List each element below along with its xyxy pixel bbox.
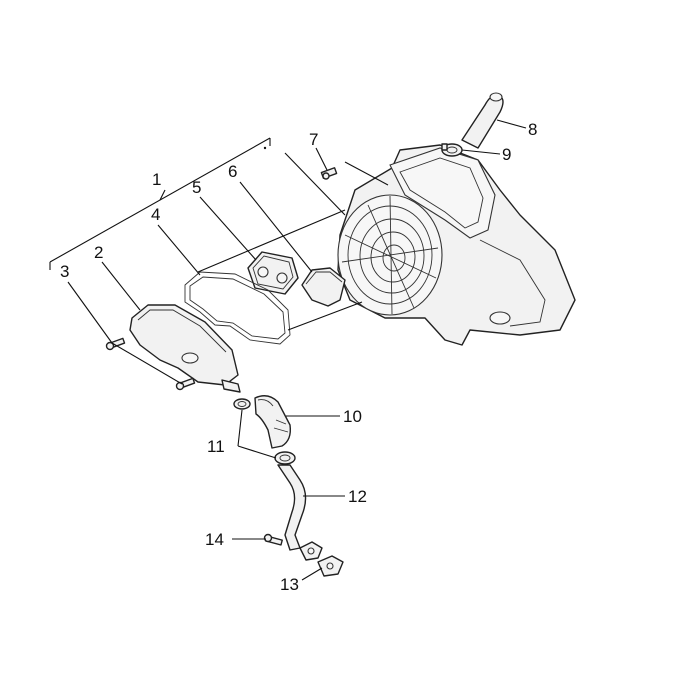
filter-part-6 — [301, 267, 346, 307]
callout-4: 4 — [151, 205, 160, 224]
callout-11: 11 — [207, 437, 225, 456]
fan-cover-housing — [337, 144, 576, 346]
leader-2 — [101, 261, 141, 311]
callout-1: 1 — [152, 170, 161, 189]
callout-3: 3 — [60, 262, 69, 281]
leader-6 — [239, 181, 313, 273]
leader-11b — [237, 445, 277, 459]
callout-10: 10 — [343, 407, 362, 426]
leader-11a — [237, 409, 243, 447]
callout-5: 5 — [192, 178, 201, 197]
leader-5 — [199, 196, 257, 261]
elbow-connector-part-10 — [254, 395, 292, 449]
callout-8: 8 — [528, 120, 537, 139]
leader-7 — [315, 147, 328, 171]
gasket-part-4 — [184, 271, 291, 345]
callout-13: 13 — [280, 575, 299, 594]
hose-part-8 — [461, 92, 504, 149]
callout-14: 14 — [205, 530, 224, 549]
callout-6: 6 — [228, 162, 237, 181]
leader-4 — [157, 224, 201, 276]
callout-2: 2 — [94, 243, 103, 262]
callout-7: 7 — [309, 130, 318, 149]
clamp-part-9 — [441, 143, 463, 157]
cover-plate-part-2 — [129, 304, 241, 393]
pipe-part-12 — [277, 464, 307, 551]
leader-13 — [301, 567, 323, 581]
leader-1 — [159, 189, 166, 201]
leader-8 — [496, 119, 527, 129]
leader-lines — [49, 119, 527, 581]
leader-9 — [461, 149, 501, 155]
gaskets-part-13 — [299, 541, 344, 577]
callout-9: 9 — [502, 145, 511, 164]
screws-part-3 — [105, 337, 196, 391]
leader-3 — [67, 281, 113, 344]
screw-part-7 — [320, 167, 338, 180]
callout-12: 12 — [348, 487, 367, 506]
screw-part-14 — [263, 533, 283, 546]
callout-labels: 1 2 3 4 5 6 7 8 9 10 11 12 13 14 — [60, 120, 537, 594]
gasket-plate-part-5 — [247, 251, 299, 295]
